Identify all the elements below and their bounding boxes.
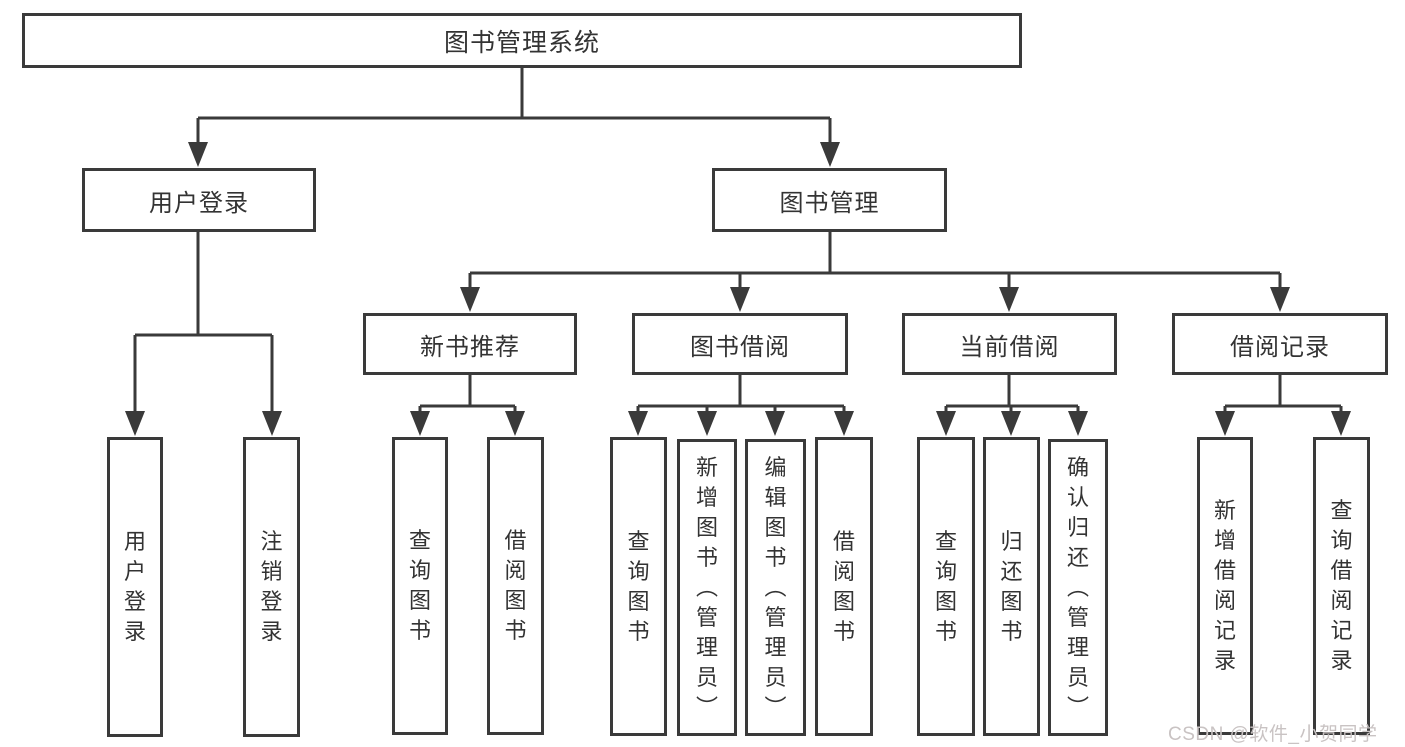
leaf-edit-books-admin-label: 编 辑 图 书 ︵ 管 理 员 ︶ [764,454,787,720]
arrow-down-icon [125,411,145,436]
leaf-query-borrow-record-label: 查 询 借 阅 记 录 [1330,498,1353,673]
leaf-query-borrow-record: 查 询 借 阅 记 录 [1313,437,1370,735]
node-book-management: 图书管理 [712,168,947,232]
node-current-borrow: 当前借阅 [902,313,1117,375]
leaf-borrow-books: 借 阅 图 书 [815,437,873,736]
leaf-user-login: 用 户 登 录 [107,437,163,737]
leaf-query-books-current: 查 询 图 书 [917,437,975,736]
leaf-query-books-recommend-label: 查 询 图 书 [408,528,431,643]
arrow-down-icon [460,287,480,312]
leaf-return-books: 归 还 图 书 [983,437,1040,736]
leaf-query-books-recommend: 查 询 图 书 [392,437,448,735]
arrow-down-icon [697,411,717,436]
leaf-logout-label: 注 销 登 录 [260,529,283,644]
leaf-query-books-borrow-label: 查 询 图 书 [627,528,650,644]
arrow-down-icon [765,411,785,436]
arrow-down-icon [936,411,956,436]
arrow-down-icon [730,287,750,312]
node-user-login: 用户登录 [82,168,316,232]
arrow-down-icon [999,287,1019,312]
arrow-down-icon [1001,411,1021,436]
leaf-add-borrow-record-label: 新 增 借 阅 记 录 [1213,498,1236,673]
leaf-edit-books-admin: 编 辑 图 书 ︵ 管 理 员 ︶ [745,439,806,736]
arrow-down-icon [628,411,648,436]
node-library-system: 图书管理系统 [22,13,1022,68]
leaf-confirm-return-admin-label: 确 认 归 还 ︵ 管 理 员 ︶ [1066,454,1089,720]
connector-currentborrow-to-leaves [944,375,1080,415]
arrowheads [125,142,1351,436]
connector-userlogin-to-leaves [133,232,274,415]
node-book-borrow: 图书借阅 [632,313,848,375]
node-library-system-label: 图书管理系统 [443,28,600,57]
leaf-borrow-books-recommend: 借 阅 图 书 [487,437,544,735]
arrow-down-icon [834,411,854,436]
node-new-book-recommend: 新书推荐 [363,313,577,375]
node-borrow-records: 借阅记录 [1172,313,1388,375]
leaf-add-books-admin: 新 增 图 书 ︵ 管 理 员 ︶ [677,439,737,736]
leaf-add-borrow-record: 新 增 借 阅 记 录 [1197,437,1253,735]
node-borrow-records-label: 借阅记录 [1230,333,1330,361]
arrow-down-icon [410,411,430,436]
arrow-down-icon [820,142,840,167]
leaf-logout: 注 销 登 录 [243,437,300,737]
leaf-borrow-books-label: 借 阅 图 书 [832,528,855,644]
connector-bookborrow-to-leaves [636,375,846,415]
connector-bookmgmt-to-level3 [468,232,1282,290]
leaf-borrow-books-recommend-label: 借 阅 图 书 [504,528,527,643]
node-current-borrow-label: 当前借阅 [959,333,1060,361]
leaf-add-books-admin-label: 新 增 图 书 ︵ 管 理 员 ︶ [695,454,718,720]
leaf-user-login-label: 用 户 登 录 [123,529,146,644]
leaf-return-books-label: 归 还 图 书 [1000,528,1023,644]
node-book-management-label: 图书管理 [779,189,880,217]
node-new-book-recommend-label: 新书推荐 [420,333,520,361]
arrow-down-icon [1331,411,1351,436]
node-book-borrow-label: 图书借阅 [690,333,790,361]
arrow-down-icon [1068,411,1088,436]
arrow-down-icon [188,142,208,167]
connector-root-to-level2 [196,68,832,145]
leaf-confirm-return-admin: 确 认 归 还 ︵ 管 理 员 ︶ [1048,439,1108,736]
arrow-down-icon [262,411,282,436]
csdn-watermark: CSDN @软件_小贺同学 [1168,724,1378,745]
connector-borrowrecord-to-leaves [1223,375,1343,415]
arrow-down-icon [1215,411,1235,436]
arrow-down-icon [505,411,525,436]
node-user-login-label: 用户登录 [149,189,249,217]
connector-newbookrec-to-leaves [418,375,517,415]
leaf-query-books-current-label: 查 询 图 书 [934,528,957,644]
arrow-down-icon [1270,287,1290,312]
leaf-query-books-borrow: 查 询 图 书 [610,437,667,736]
